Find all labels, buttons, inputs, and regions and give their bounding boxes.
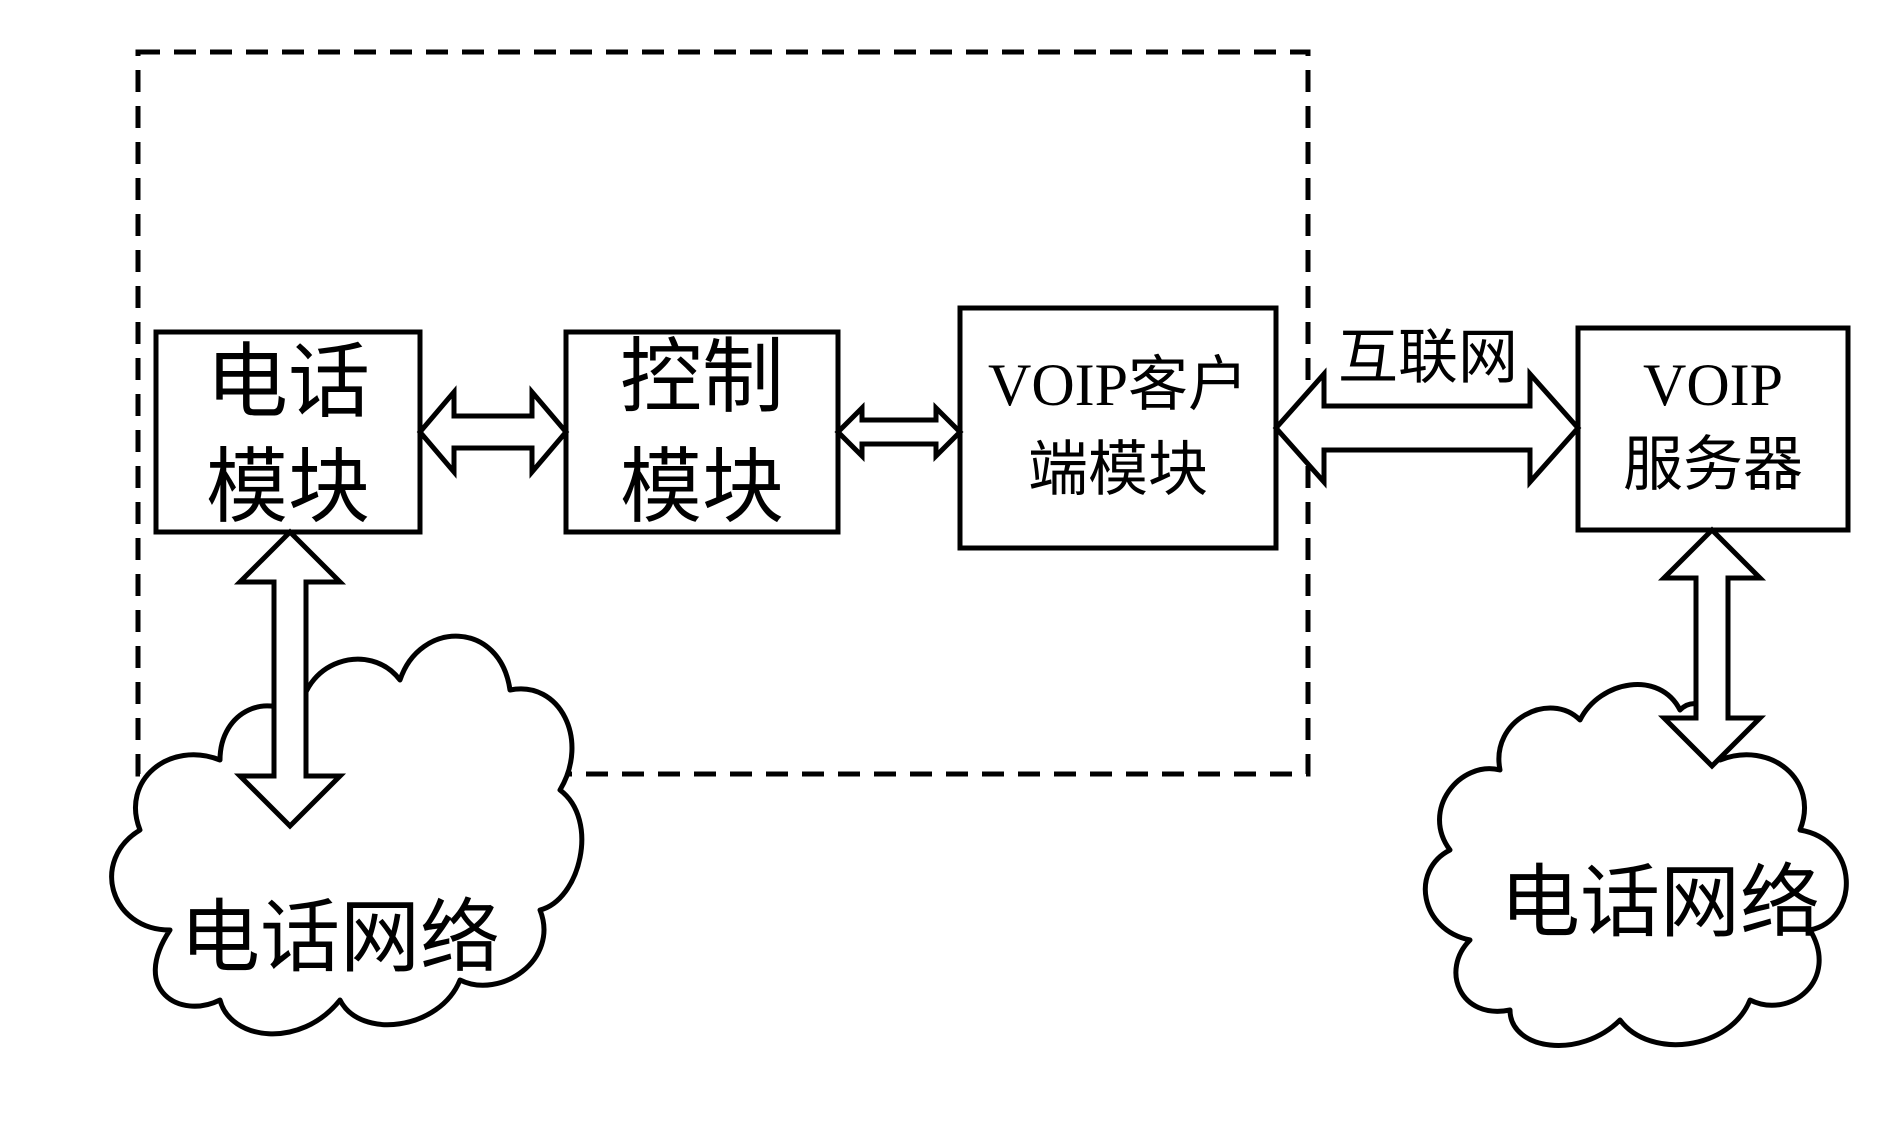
voip-server-label-line2: 服务器 xyxy=(1623,432,1803,498)
right-cloud-label: 电话网络 xyxy=(1500,860,1820,948)
left-cloud-label: 电话网络 xyxy=(180,895,500,983)
internet-label: 互联网 xyxy=(1338,325,1518,391)
phone-module-label-line2: 模块 xyxy=(206,442,370,533)
voip-server-label-line1: VOIP xyxy=(1643,352,1783,418)
control-module-label-line2: 模块 xyxy=(620,442,784,533)
control-client-arrow xyxy=(838,408,960,456)
control-module-label-line1: 控制 xyxy=(620,332,784,423)
phone-control-arrow xyxy=(420,392,566,472)
voip-client-label-line1: VOIP客户 xyxy=(988,352,1248,418)
phone-module-label-line1: 电话 xyxy=(206,337,370,428)
server-network-arrow xyxy=(1664,530,1760,766)
voip-client-label-line2: 端模块 xyxy=(1028,437,1208,503)
voip-client-module-box xyxy=(960,308,1276,548)
